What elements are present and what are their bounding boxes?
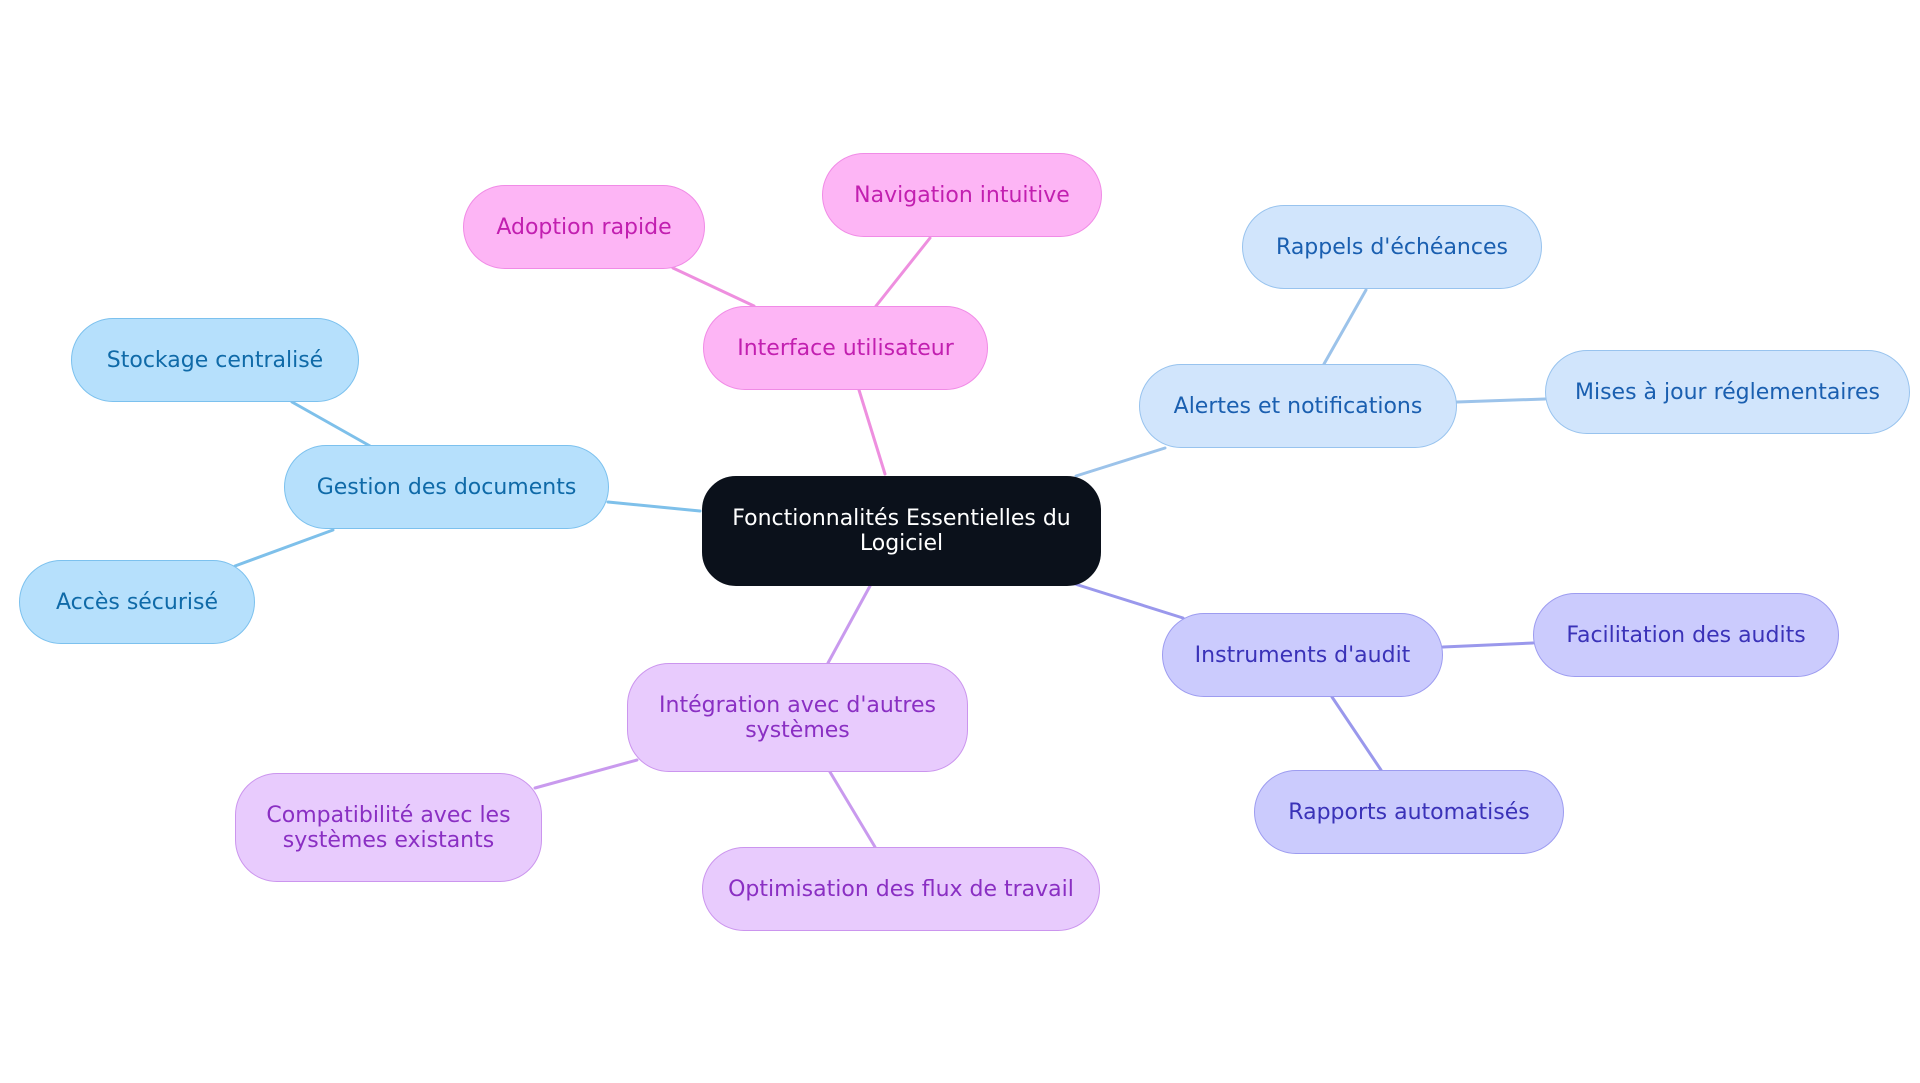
node-instruments-d-audit[interactable]: Instruments d'audit (1162, 613, 1443, 697)
node-instruments-d-audit-label: Instruments d'audit (1194, 642, 1411, 668)
node-stockage-centralise[interactable]: Stockage centralisé (71, 318, 359, 402)
node-gestion-des-documents-label: Gestion des documents (316, 474, 577, 500)
node-compatibilite-avec-les-systemes-existants[interactable]: Compatibilité avec les systèmes existant… (235, 773, 542, 882)
node-alertes-et-notifications[interactable]: Alertes et notifications (1139, 364, 1457, 448)
edge-root-integ (826, 584, 872, 665)
node-optimisation-des-flux-de-travail-label: Optimisation des flux de travail (728, 876, 1074, 902)
node-acces-securise[interactable]: Accès sécurisé (19, 560, 255, 644)
edge-root-alerts (1074, 446, 1167, 478)
edge-ui-ui2 (671, 266, 756, 308)
edge-integ-integ2 (828, 770, 877, 849)
edge-docs-docs2 (233, 528, 335, 568)
node-navigation-intuitive[interactable]: Navigation intuitive (822, 153, 1102, 237)
edge-audit-audit2 (1330, 695, 1383, 772)
root-node[interactable]: Fonctionnalités Essentielles du Logiciel (702, 476, 1101, 586)
edge-audit-audit1 (1441, 641, 1535, 649)
node-rappels-d-echeances[interactable]: Rappels d'échéances (1242, 205, 1542, 289)
edge-root-docs (606, 500, 702, 513)
node-stockage-centralise-label: Stockage centralisé (106, 347, 324, 373)
node-interface-utilisateur[interactable]: Interface utilisateur (703, 306, 988, 390)
node-compatibilite-avec-les-systemes-existants-label: Compatibilité avec les systèmes existant… (266, 802, 511, 853)
node-interface-utilisateur-label: Interface utilisateur (737, 335, 954, 361)
node-mises-a-jour-reglementaires[interactable]: Mises à jour réglementaires (1545, 350, 1910, 434)
node-adoption-rapide[interactable]: Adoption rapide (463, 185, 705, 269)
node-facilitation-des-audits-label: Facilitation des audits (1566, 622, 1806, 648)
root-label: Fonctionnalités Essentielles du Logiciel (732, 506, 1071, 556)
node-acces-securise-label: Accès sécurisé (55, 589, 219, 615)
node-rapports-automatises[interactable]: Rapports automatisés (1254, 770, 1564, 854)
edge-ui-ui1 (874, 236, 932, 308)
edge-integ-integ1 (533, 758, 639, 790)
edge-root-ui (857, 388, 887, 476)
edge-docs-docs1 (290, 400, 372, 448)
edge-root-audit (1073, 582, 1185, 620)
node-mises-a-jour-reglementaires-label: Mises à jour réglementaires (1575, 379, 1880, 405)
node-optimisation-des-flux-de-travail[interactable]: Optimisation des flux de travail (702, 847, 1100, 931)
node-rappels-d-echeances-label: Rappels d'échéances (1276, 234, 1508, 260)
edge-alerts-alerts1 (1322, 288, 1368, 366)
node-integration-avec-d-autres-systemes[interactable]: Intégration avec d'autres systèmes (627, 663, 968, 772)
node-adoption-rapide-label: Adoption rapide (496, 214, 672, 240)
edge-alerts-alerts2 (1455, 397, 1547, 404)
node-integration-avec-d-autres-systemes-label: Intégration avec d'autres systèmes (659, 692, 936, 743)
node-navigation-intuitive-label: Navigation intuitive (854, 182, 1070, 208)
node-gestion-des-documents[interactable]: Gestion des documents (284, 445, 609, 529)
node-alertes-et-notifications-label: Alertes et notifications (1173, 393, 1423, 419)
node-facilitation-des-audits[interactable]: Facilitation des audits (1533, 593, 1839, 677)
node-rapports-automatises-label: Rapports automatisés (1288, 799, 1530, 825)
